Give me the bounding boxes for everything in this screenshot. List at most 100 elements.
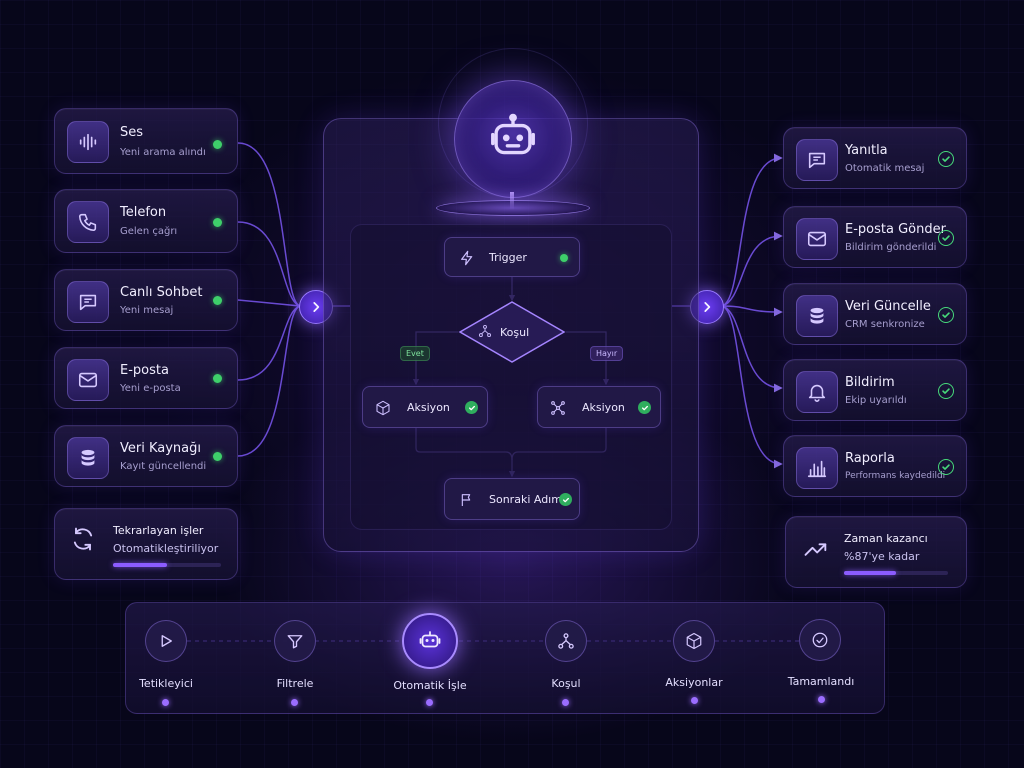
play-icon: [161, 635, 172, 647]
timeline-step-actions[interactable]: [673, 620, 715, 662]
database-icon: [67, 437, 109, 479]
output-card-yanitla[interactable]: Yanıtla Otomatik mesaj: [783, 127, 967, 189]
next-step-label: Sonraki Adım: [489, 493, 562, 506]
cube-icon: [686, 632, 702, 650]
filter-icon: [287, 635, 303, 649]
action-node-left[interactable]: Aksiyon: [362, 386, 488, 428]
phone-icon: [67, 201, 109, 243]
progress-fill: [113, 563, 167, 567]
status-dot: [213, 218, 222, 227]
progress-fill: [844, 571, 896, 575]
check-circle-icon: [938, 307, 954, 323]
timeline-step-dot: [562, 699, 569, 706]
output-subtitle: Performans kaydedildi: [845, 471, 946, 481]
summary-subtitle: Otomatikleştiriliyor: [113, 542, 219, 555]
branch-no-label: Hayır: [590, 346, 624, 361]
output-subtitle: CRM senkronize: [845, 319, 925, 330]
trigger-label: Trigger: [489, 251, 527, 264]
flag-icon: [461, 494, 471, 506]
source-subtitle: Yeni e-posta: [120, 383, 181, 394]
summary-subtitle: %87'ye kadar: [844, 550, 920, 563]
timeline-step-completed[interactable]: [799, 619, 841, 661]
check-icon: [465, 401, 478, 414]
mail-icon: [67, 359, 109, 401]
source-title: Veri Kaynağı: [120, 441, 201, 456]
summary-card-repetitive-tasks: Tekrarlayan işler Otomatikleştiriliyor: [54, 508, 238, 580]
source-title: Telefon: [120, 205, 167, 220]
action-label: Aksiyon: [582, 401, 625, 414]
timeline-step-label: Aksiyonlar: [665, 676, 723, 689]
robot-icon: [454, 80, 572, 198]
output-card-bildirim[interactable]: Bildirim Ekip uyarıldı: [783, 359, 967, 421]
summary-title: Tekrarlayan işler: [113, 524, 204, 537]
timeline-step-label: Filtrele: [276, 677, 314, 690]
timeline-step-dot: [691, 697, 698, 704]
timeline-step-condition[interactable]: [545, 620, 587, 662]
check-circle-icon: [938, 383, 954, 399]
summary-title: Zaman kazancı: [844, 532, 928, 545]
source-subtitle: Kayıt güncellendi: [120, 461, 207, 472]
action-label: Aksiyon: [407, 401, 450, 414]
bar-chart-icon: [796, 447, 838, 489]
status-dot: [213, 452, 222, 461]
timeline-step-label: Tetikleyici: [139, 677, 193, 690]
output-title: Veri Güncelle: [845, 299, 931, 314]
status-dot: [213, 374, 222, 383]
timeline-step-auto-process[interactable]: [402, 613, 458, 669]
chevron-right-icon: [704, 302, 711, 312]
bell-icon: [796, 371, 838, 413]
timeline-step-dot: [818, 696, 825, 703]
output-title: Bildirim: [845, 375, 895, 390]
source-card-telefon[interactable]: Telefon Gelen çağrı: [54, 189, 238, 253]
cube-icon: [376, 400, 390, 416]
trigger-node[interactable]: Trigger: [444, 237, 580, 277]
source-title: Canlı Sohbet: [120, 285, 203, 300]
network-icon: [551, 401, 565, 415]
source-card-e-posta[interactable]: E-posta Yeni e-posta: [54, 347, 238, 409]
condition-node[interactable]: [458, 300, 566, 364]
summary-card-time-saved: Zaman kazancı %87'ye kadar: [785, 516, 967, 588]
source-card-veri-kaynagi[interactable]: Veri Kaynağı Kayıt güncellendi: [54, 425, 238, 487]
source-card-ses[interactable]: Ses Yeni arama alındı: [54, 108, 238, 174]
timeline-step-trigger[interactable]: [145, 620, 187, 662]
source-title: Ses: [120, 125, 144, 140]
output-card-e-posta-gonder[interactable]: E-posta Gönder Bildirim gönderildi: [783, 206, 967, 268]
source-subtitle: Yeni arama alındı: [120, 147, 206, 158]
progress-bar: [113, 563, 221, 567]
timeline-step-dot: [291, 699, 298, 706]
source-subtitle: Yeni mesaj: [120, 305, 174, 316]
check-circle-icon: [938, 459, 954, 475]
output-title: Raporla: [845, 451, 895, 466]
message-icon: [796, 139, 838, 181]
timeline-step-label: Tamamlandı: [787, 675, 855, 688]
check-icon: [638, 401, 651, 414]
output-title: Yanıtla: [845, 143, 888, 158]
timeline-step-filter[interactable]: [274, 620, 316, 662]
mail-icon: [796, 218, 838, 260]
source-card-canli-sohbet[interactable]: Canlı Sohbet Yeni mesaj: [54, 269, 238, 331]
status-dot: [213, 140, 222, 149]
status-dot: [213, 296, 222, 305]
process-timeline: [125, 602, 885, 714]
output-card-veri-guncelle[interactable]: Veri Güncelle CRM senkronize: [783, 283, 967, 345]
audio-wave-icon: [67, 121, 109, 163]
timeline-step-dot: [426, 699, 433, 706]
next-step-node[interactable]: Sonraki Adım: [444, 478, 580, 520]
lightning-icon: [461, 250, 473, 266]
condition-label: Koşul: [500, 326, 530, 339]
timeline-step-label: Otomatik İşle: [393, 679, 467, 692]
robot-platform: [436, 200, 590, 216]
output-subtitle: Otomatik mesaj: [845, 163, 925, 174]
check-circle-icon: [938, 230, 954, 246]
chat-icon: [67, 281, 109, 323]
output-card-raporla[interactable]: Raporla Performans kaydedildi: [783, 435, 967, 497]
source-subtitle: Gelen çağrı: [120, 226, 178, 237]
output-title: E-posta Gönder: [845, 222, 946, 237]
output-subtitle: Bildirim gönderildi: [845, 242, 937, 253]
refresh-icon: [69, 525, 97, 553]
database-icon: [796, 295, 838, 337]
source-title: E-posta: [120, 363, 169, 378]
timeline-step-label: Koşul: [551, 677, 581, 690]
action-node-right[interactable]: Aksiyon: [537, 386, 661, 428]
output-subtitle: Ekip uyarıldı: [845, 395, 907, 406]
